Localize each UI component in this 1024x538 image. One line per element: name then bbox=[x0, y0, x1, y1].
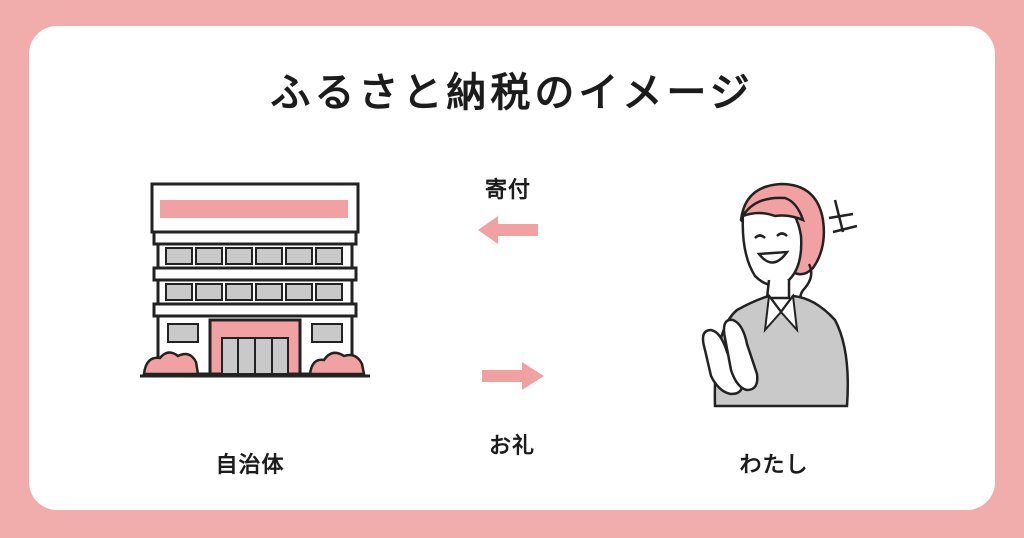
me-label: わたし bbox=[739, 453, 809, 478]
arrow-right-icon bbox=[482, 362, 544, 390]
arrow-left-icon bbox=[478, 216, 538, 244]
thanks-label: お礼 bbox=[488, 434, 535, 459]
woman-clapping-icon bbox=[701, 182, 858, 408]
page-title: ふるさと納税のイメージ bbox=[270, 70, 754, 116]
donation-label: 寄付 bbox=[484, 178, 531, 203]
city-hall-icon bbox=[140, 182, 370, 378]
municipality-label: 自治体 bbox=[215, 453, 285, 478]
